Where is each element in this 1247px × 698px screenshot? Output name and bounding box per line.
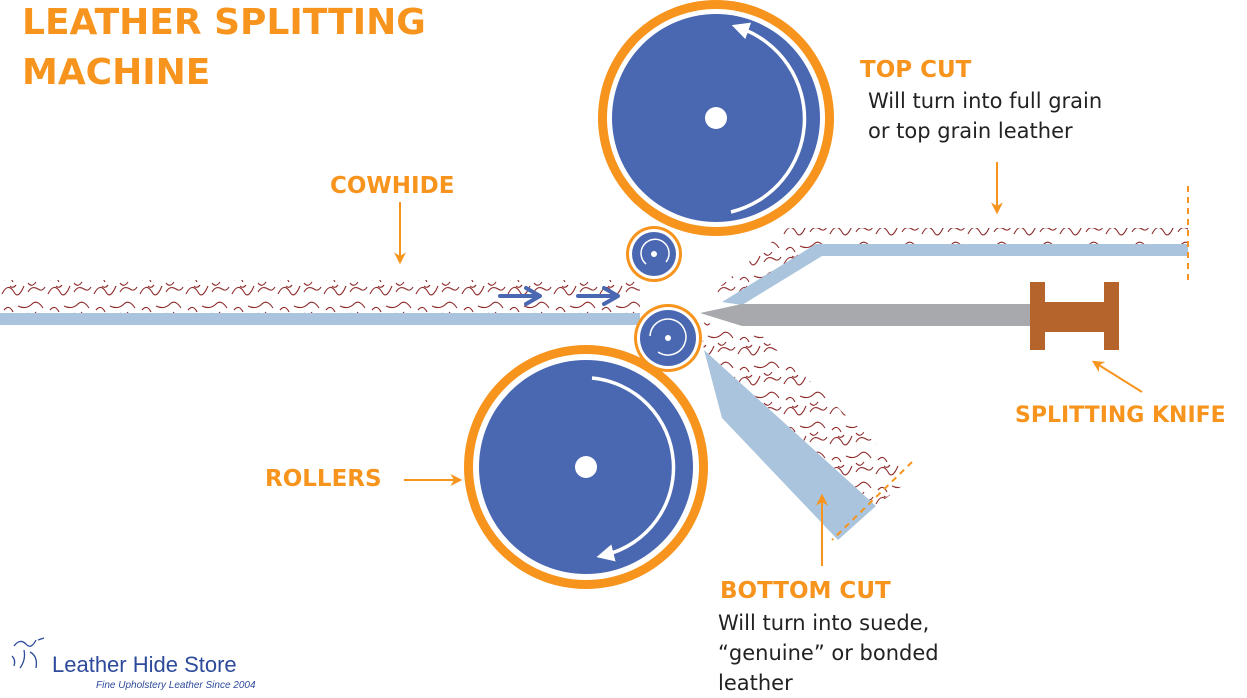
bottom-cut-description-line-2: “genuine” or bonded (718, 641, 939, 665)
top-cut-base (722, 244, 1188, 305)
bottom-cut-description-line-3: leather (718, 671, 793, 695)
logo-tagline: Fine Upholstery Leather Since 2004 (96, 680, 256, 691)
bottom-cut-strip (700, 322, 913, 541)
top-roller-rotation-arrow (730, 22, 807, 214)
feed-direction-arrows (498, 286, 620, 306)
knife-handle-left (1030, 282, 1045, 350)
splitting-knife (700, 282, 1119, 350)
bottom-cut-base (704, 350, 876, 540)
top-cut-description-line-2: or top grain leather (868, 119, 1073, 143)
diagram-title-line-1: LEATHER SPLITTING (22, 2, 426, 43)
knife-handle-right (1104, 282, 1119, 350)
feed-arrow-2 (576, 286, 620, 306)
top-roller (598, 0, 834, 236)
knife-callout-arrow (1091, 360, 1143, 393)
cowhide-texture (0, 280, 640, 313)
store-logo: Leather Hide Store Fine Upholstery Leath… (11, 637, 256, 691)
cowhide-base (0, 313, 640, 325)
bottom-cut-texture (700, 322, 912, 506)
bottom-cut-description-line-1: Will turn into suede, (718, 611, 929, 635)
knife-blade (700, 304, 1034, 326)
bottom-cut-label: BOTTOM CUT (720, 578, 891, 604)
rollers-label: ROLLERS (265, 466, 382, 492)
logo-name: Leather Hide Store (52, 652, 237, 677)
top-cut-texture (702, 228, 1188, 302)
bottom-cut-end-marker (831, 461, 913, 541)
cowhide-strip (0, 280, 640, 325)
top-cut-description-line-1: Will turn into full grain (868, 89, 1102, 113)
small-bottom-roller (634, 304, 702, 372)
feed-arrow-1 (498, 286, 542, 306)
splitting-knife-label: SPLITTING KNIFE (1015, 403, 1226, 428)
top-cut-strip (702, 186, 1189, 305)
top-cut-label: TOP CUT (860, 57, 972, 83)
small-top-roller (626, 226, 682, 282)
bottom-roller (464, 345, 708, 589)
bottom-roller-rotation-arrow (591, 376, 676, 562)
logo-mark-icon (11, 637, 45, 669)
diagram-title-line-2: MACHINE (22, 52, 210, 93)
cowhide-label: COWHIDE (330, 173, 454, 199)
